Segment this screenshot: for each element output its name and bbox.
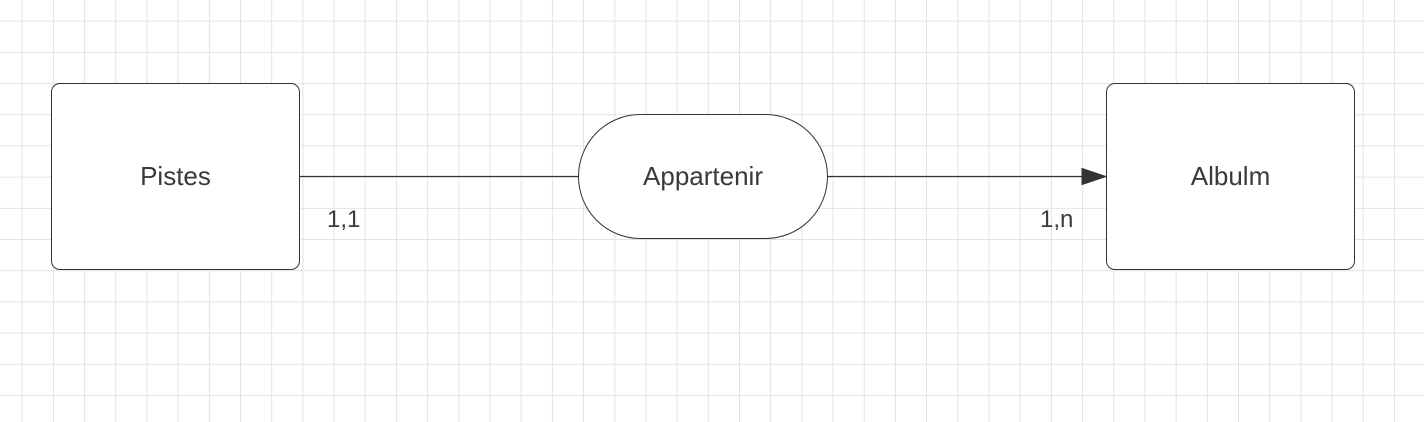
- cardinality-right: 1,n: [1040, 206, 1074, 233]
- arrowhead-icon: [1081, 167, 1108, 186]
- entity-pistes-label: Pistes: [140, 161, 211, 191]
- entity-albulm[interactable]: Albulm: [1106, 83, 1355, 270]
- entity-albulm-label: Albulm: [1190, 161, 1271, 191]
- entity-pistes[interactable]: Pistes: [51, 83, 300, 270]
- cardinality-left: 1,1: [327, 206, 361, 233]
- relationship-appartenir[interactable]: Appartenir: [578, 114, 828, 239]
- relationship-label: Appartenir: [643, 161, 763, 191]
